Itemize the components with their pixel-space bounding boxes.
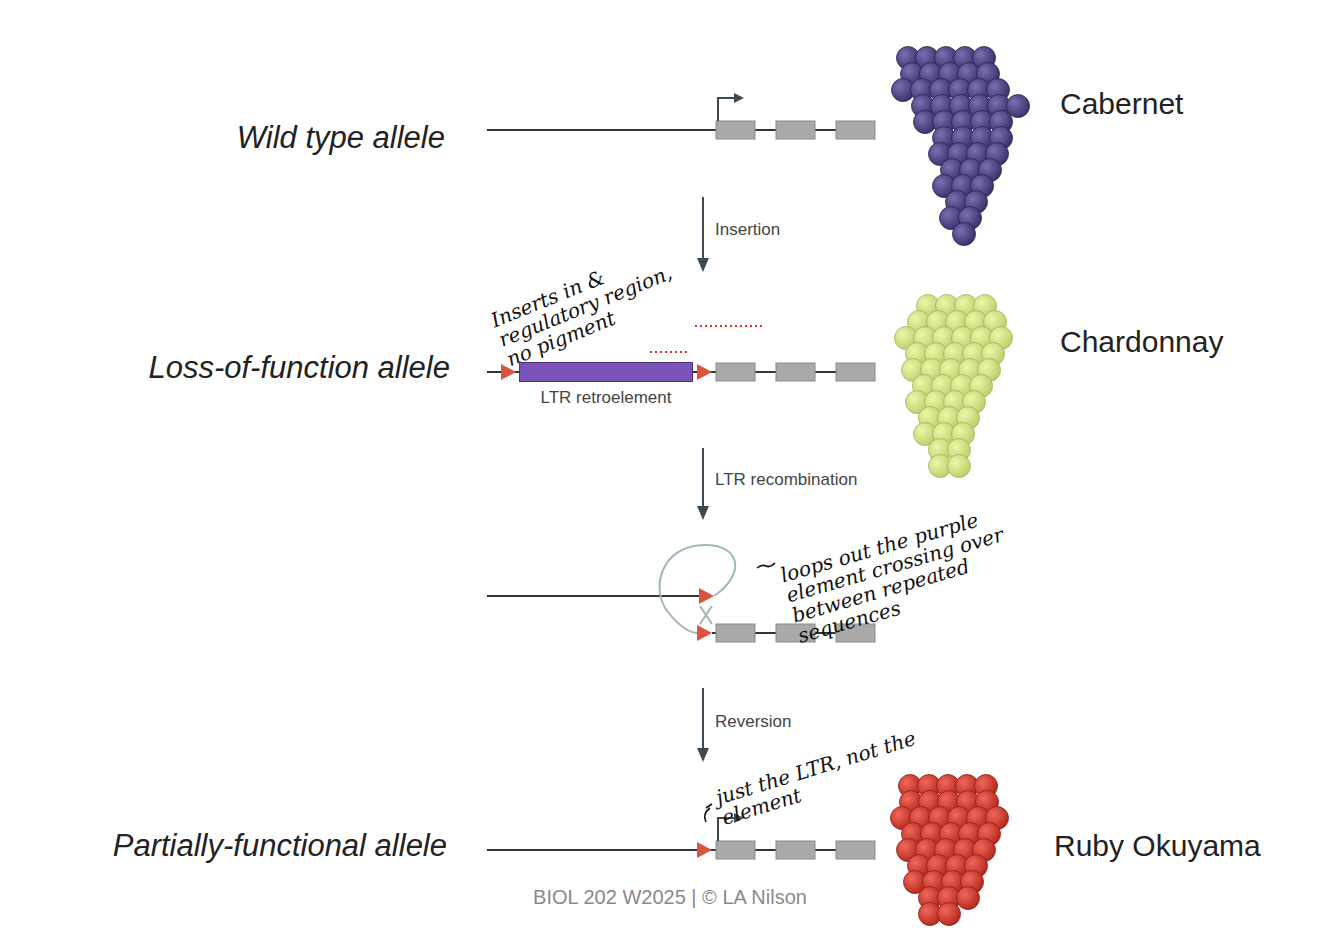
- handwritten-note: loops out the purple element crossing ov…: [778, 497, 1041, 647]
- grape-berry: [953, 223, 976, 246]
- label: Ruby Okuyama: [1054, 829, 1261, 863]
- label: LTR recombination: [715, 470, 857, 490]
- label: Partially-functional allele: [113, 828, 447, 864]
- retroelement-fill: [519, 362, 693, 382]
- handwritten-note: Inserts in & regulatory region, no pigme…: [488, 240, 688, 370]
- grape-berry: [957, 887, 980, 910]
- label: Reversion: [715, 712, 792, 732]
- label: Insertion: [715, 220, 780, 240]
- label: Cabernet: [1060, 87, 1183, 121]
- label: BIOL 202 W2025 | © LA Nilson: [533, 886, 807, 909]
- retroelement-bar: LTR retroelement: [519, 362, 693, 408]
- label: Wild type allele: [237, 120, 445, 156]
- grape-berry: [948, 455, 971, 478]
- label: Chardonnay: [1060, 325, 1223, 359]
- label: Loss-of-function allele: [148, 350, 450, 386]
- element-label: LTR retroelement: [519, 388, 693, 408]
- grape-berry: [1007, 95, 1030, 118]
- grape-berry: [938, 903, 961, 926]
